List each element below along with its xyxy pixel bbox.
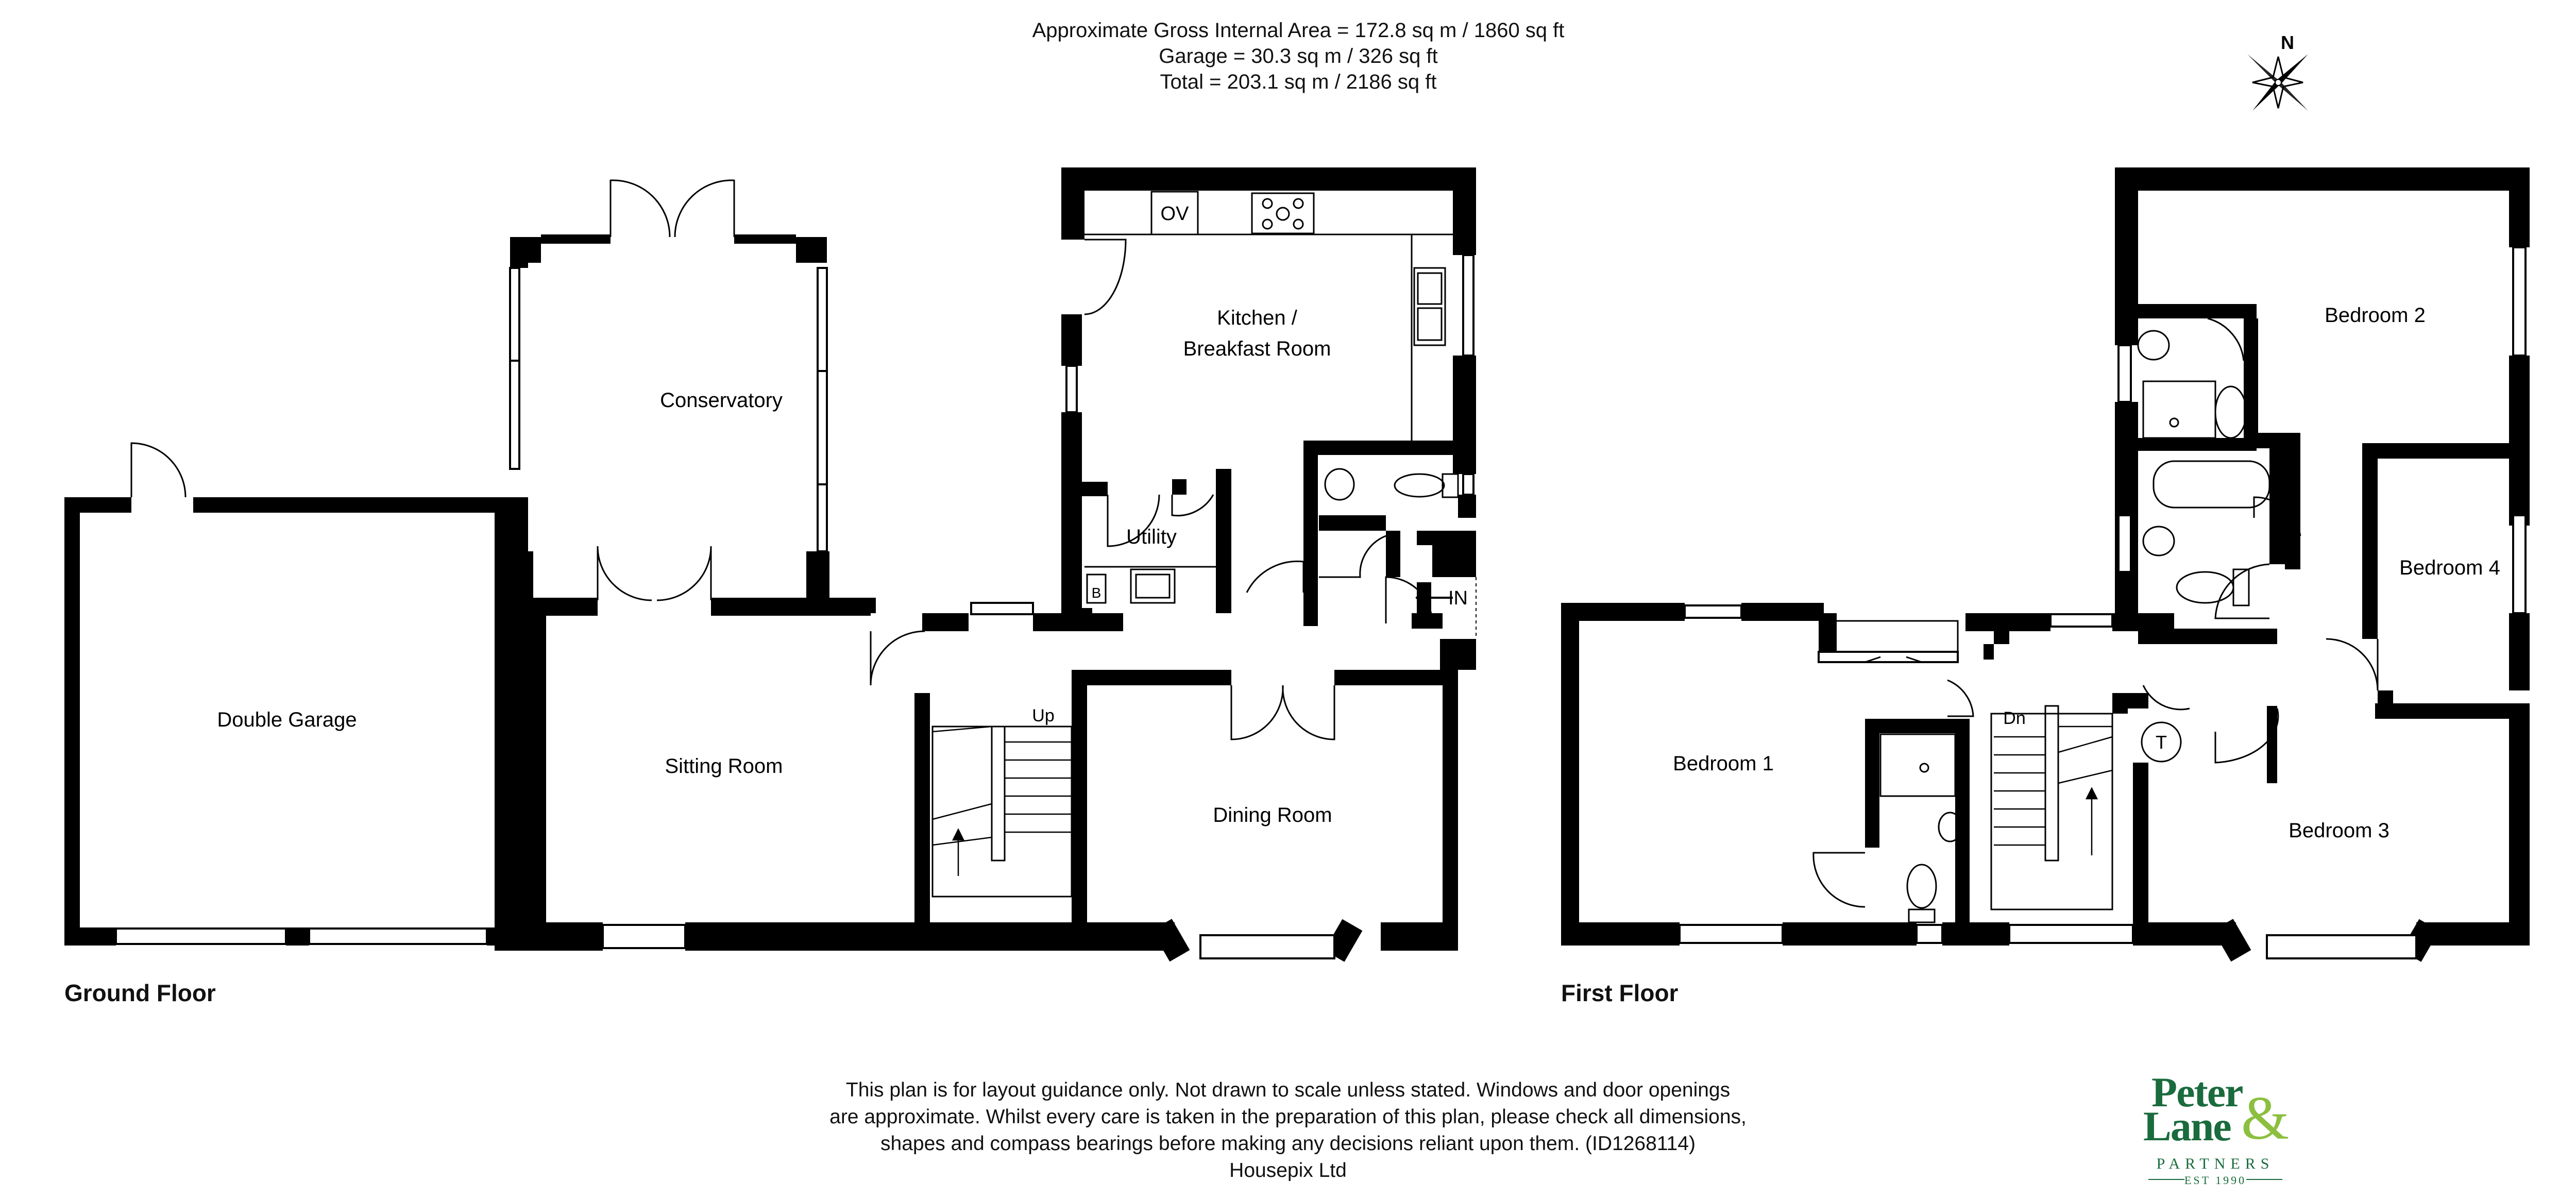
entrance-arrow [1415,584,1453,612]
logo-text-lane: Lane [2143,1103,2232,1150]
first-floor-windows [1679,246,2527,959]
logo-rule-left [2148,1179,2184,1180]
entrance-label: IN [1448,587,1468,609]
room-label-bedroom-2: Bedroom 2 [2325,304,2426,327]
agent-logo: Peter & Lane PARTNERS EST 1990 [2138,1069,2293,1187]
first-floor-label: First Floor [1561,980,1679,1006]
ground-stairs-treads [932,725,1072,876]
room-label-double-garage: Double Garage [217,708,357,731]
first-floor-walls [1561,167,2530,962]
room-label-kitchen-line2: Breakfast Room [1183,338,1331,360]
logo-text-peter: Peter [2151,1069,2244,1116]
logo-rule-right [2246,1179,2282,1180]
disclaimer-line-2: are approximate. Whilst every care is ta… [829,1106,1747,1128]
area-garage: Garage = 30.3 sq m / 326 sq ft [1159,45,1438,68]
disclaimer-line-3: shapes and compass bearings before makin… [880,1133,1696,1155]
disclaimer-line-4: Housepix Ltd [1229,1159,1347,1182]
room-label-sitting-room: Sitting Room [665,755,783,778]
room-label-utility: Utility [1126,526,1177,548]
room-label-conservatory: Conservatory [660,389,783,412]
ground-floor-walls [64,167,1476,962]
area-summary: Approximate Gross Internal Area = 172.8 … [752,18,1844,95]
room-label-bedroom-1: Bedroom 1 [1673,752,1774,775]
logo-text-partners: PARTNERS [2156,1155,2275,1172]
tank-symbol: T [2156,732,2167,753]
kitchen-fittings [931,191,1459,898]
compass-north-label: N [2281,32,2294,53]
first-floor-doors [1812,317,2379,908]
first-stairs-treads [1994,725,2113,855]
first-floor-fittings [1879,330,2270,923]
area-total: Total = 203.1 sq m / 2186 sq ft [1160,71,1437,93]
ground-floor-doors [130,179,1433,740]
room-label-bedroom-4: Bedroom 4 [2399,556,2500,579]
room-label-dining-room: Dining Room [1213,804,1332,826]
stairs-down-label: Dn [2003,708,2025,728]
logo-ampersand: & [2241,1084,2290,1152]
area-gross-internal: Approximate Gross Internal Area = 172.8 … [1032,19,1565,42]
stairs-up-label: Up [1032,706,1054,725]
disclaimer-text: This plan is for layout guidance only. N… [773,1077,1803,1184]
compass-rose-icon [2247,54,2308,111]
disclaimer-line-1: This plan is for layout guidance only. N… [845,1079,1731,1101]
room-label-kitchen-line1: Kitchen / [1217,307,1298,329]
ground-floor-windows [115,254,1475,959]
oven-symbol: OV [1161,203,1190,225]
room-label-bedroom-3: Bedroom 3 [2289,819,2389,842]
logo-text-est: EST 1990 [2184,1174,2247,1187]
boiler-symbol: B [1092,585,1101,601]
ground-floor-label: Ground Floor [64,980,216,1006]
